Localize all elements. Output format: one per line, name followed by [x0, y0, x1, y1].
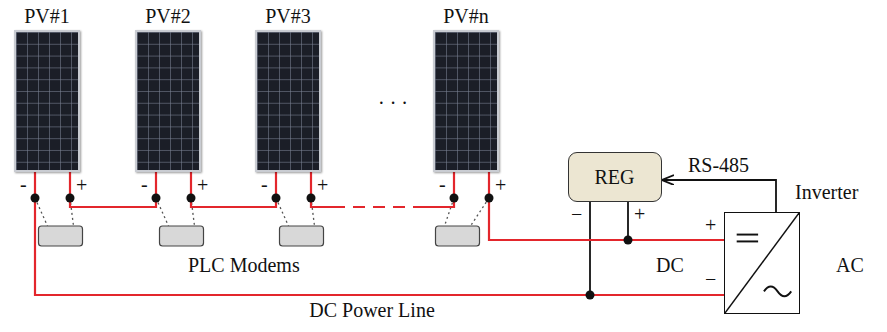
plc-modem	[436, 226, 480, 246]
junction-dot	[307, 194, 316, 203]
junction-dot	[450, 194, 459, 203]
heading-label: PV#2	[145, 5, 191, 27]
terminal-sign: +	[317, 174, 328, 196]
terminal-sign: +	[495, 174, 506, 196]
modem-tap	[35, 198, 48, 226]
pv-panel: PV#1	[14, 30, 80, 172]
terminal-sign: +	[197, 174, 208, 196]
dc-symbol	[737, 234, 758, 236]
series-wire	[191, 172, 276, 207]
signal-label: RS-485	[686, 154, 751, 176]
bus-label: DC	[656, 254, 684, 276]
regulator-box: REG	[568, 152, 662, 202]
terminal-sign: -	[141, 173, 148, 195]
terminal-sign: −	[571, 203, 582, 225]
series-wire	[70, 172, 156, 207]
pv-panel: PV#n	[433, 30, 499, 172]
heading-label: Inverter	[795, 181, 858, 203]
plc-modem	[160, 226, 204, 246]
bus-label: AC	[836, 254, 864, 276]
junction-dot	[586, 291, 595, 300]
terminal-sign: +	[634, 203, 645, 225]
junction-dot	[31, 194, 40, 203]
junction-dot	[152, 194, 161, 203]
modem-caption: PLC Modems	[188, 254, 300, 276]
junction-dot	[272, 194, 281, 203]
terminal-sign: +	[705, 214, 716, 236]
heading-label: PV#3	[265, 5, 311, 27]
heading-label: PV#1	[24, 5, 70, 27]
wire-label: DC Power Line	[307, 299, 437, 321]
junction-dot	[485, 194, 494, 203]
terminal-sign: −	[705, 268, 716, 290]
junction-dot	[187, 194, 196, 203]
inverter-box: Inverter	[724, 212, 800, 314]
dc-symbol	[737, 240, 758, 242]
reg-lead	[627, 202, 629, 240]
pv-panel: PV#3	[255, 30, 321, 172]
plc-modem	[39, 226, 83, 246]
pv-panel: PV#2	[135, 30, 201, 172]
modem-tap	[156, 198, 169, 226]
terminal-sign: -	[261, 173, 268, 195]
ac-symbol	[764, 287, 791, 297]
terminal-sign: -	[439, 173, 446, 195]
terminal-sign: -	[20, 173, 27, 195]
junction-dot	[624, 236, 633, 245]
terminal-sign: +	[76, 174, 87, 196]
ellipsis-mark: · · ·	[378, 92, 408, 114]
inverter-symbol	[725, 213, 799, 313]
modem-tap	[276, 198, 289, 226]
modem-tap	[471, 198, 490, 226]
inverter-diagonal	[725, 213, 799, 313]
signal-arrow	[662, 180, 776, 212]
reg-lead	[589, 202, 591, 295]
junction-dot	[66, 194, 75, 203]
heading-label: PV#n	[443, 5, 489, 27]
series-wire	[311, 172, 454, 207]
plc-modem	[280, 226, 324, 246]
box-label: REG	[595, 166, 635, 188]
